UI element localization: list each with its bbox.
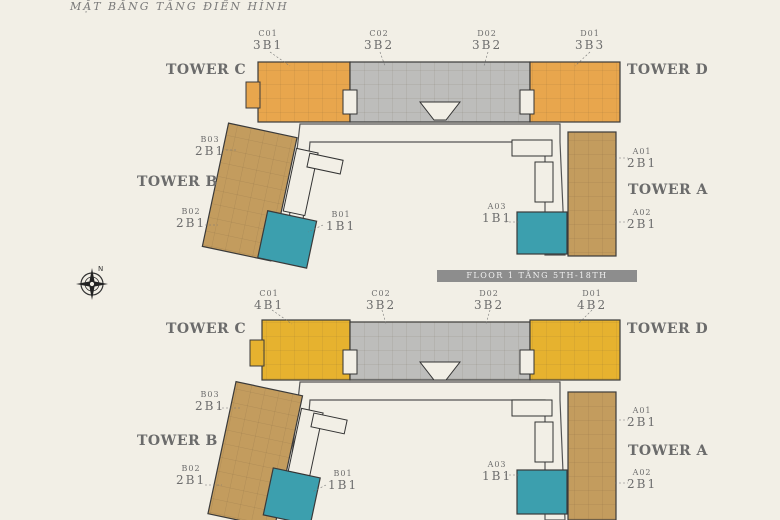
plan-2-tower-b-label: TOWER B xyxy=(137,433,218,449)
plan-2-b01-unit xyxy=(262,467,321,520)
plan-2-tower-d-label: TOWER D xyxy=(627,321,709,337)
plan-1-tower-c-label: TOWER C xyxy=(166,62,247,78)
plan-1-a03-unit xyxy=(516,211,568,255)
floor-banner: FLOOR 1 TẦNG 5TH-18TH xyxy=(437,270,637,282)
plan-2 xyxy=(205,309,628,520)
plan-1 xyxy=(201,51,628,269)
compass-label: N xyxy=(98,265,103,273)
plan-2-tower-a-label: TOWER A xyxy=(628,443,708,459)
plan-2-a03-unit xyxy=(516,469,568,515)
plan-1-tower-a-label: TOWER A xyxy=(628,182,708,198)
plan-1-tower-d-label: TOWER D xyxy=(627,62,709,78)
plan-1-tower-b-label: TOWER B xyxy=(137,174,218,190)
compass-icon: N xyxy=(76,265,108,300)
plan-1-b01-unit xyxy=(257,210,318,269)
plan-2-tower-c-label: TOWER C xyxy=(166,321,247,337)
page-title: MẶT BẰNG TẦNG ĐIỂN HÌNH xyxy=(70,0,289,13)
